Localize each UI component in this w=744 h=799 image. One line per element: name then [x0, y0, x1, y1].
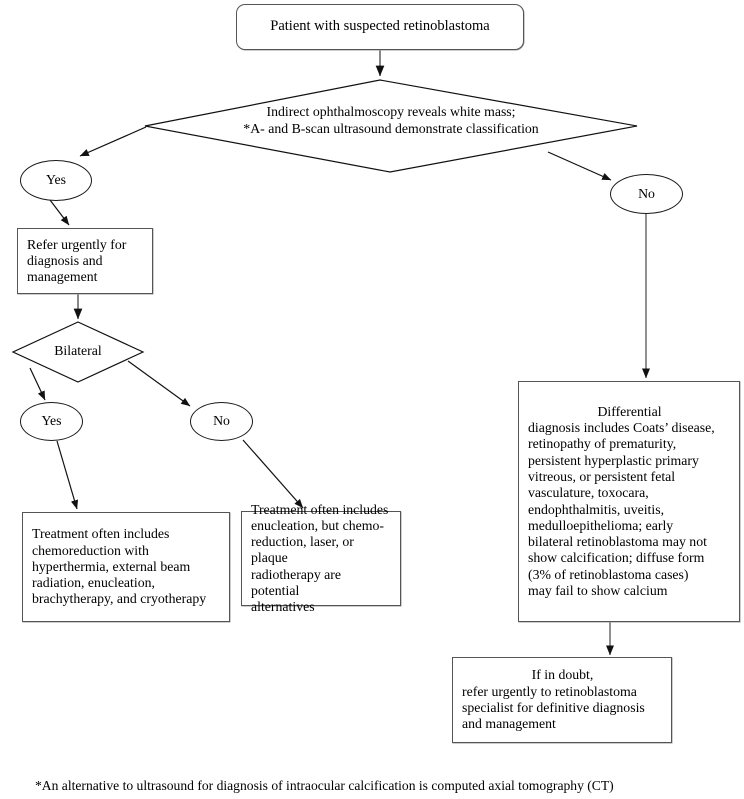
node-differential-heading: Differential	[597, 403, 662, 419]
node-refer-label: Refer urgently for diagnosis and managem…	[27, 236, 127, 285]
edge-decision-to-yes	[79, 126, 147, 157]
node-no-bilateral-label: No	[213, 413, 230, 429]
edge-bilateral-to-yes	[29, 367, 46, 401]
node-yes-bilateral[interactable]: Yes	[20, 402, 83, 441]
node-treatment-unilateral[interactable]: Treatment often includes enucleation, bu…	[241, 502, 401, 614]
edge-bilateral-to-no	[127, 360, 191, 407]
edge-decision-to-no	[547, 151, 612, 181]
node-treatment-unilateral-label: Treatment often includes enucleation, bu…	[251, 501, 389, 615]
edge-no-to-treatment-unilateral	[242, 439, 304, 509]
node-yes-main[interactable]: Yes	[20, 160, 92, 201]
node-treatment-bilateral-label: Treatment often includes chemoreduction …	[32, 526, 207, 607]
edge-yes-to-treatment-bilateral	[56, 440, 79, 510]
footnote-text: *An alternative to ultrasound for diagno…	[35, 778, 614, 793]
node-no-bilateral[interactable]: No	[190, 402, 253, 441]
node-decision-bilateral-label: Bilateral	[54, 343, 102, 358]
node-decision-main-label: Indirect ophthalmoscopy reveals white ma…	[243, 104, 539, 136]
node-start[interactable]: Patient with suspected retinoblastoma	[236, 4, 524, 50]
node-no-main-label: No	[638, 185, 655, 201]
node-differential-label: diagnosis includes Coats’ disease, retin…	[528, 420, 715, 598]
edge-yes-to-refer	[49, 199, 70, 226]
node-yes-main-label: Yes	[45, 172, 67, 188]
node-refer[interactable]: Refer urgently for diagnosis and managem…	[17, 228, 153, 294]
node-if-in-doubt[interactable]: If in doubt, refer urgently to retinobla…	[452, 657, 672, 743]
node-if-in-doubt-heading: If in doubt,	[531, 667, 594, 683]
node-treatment-bilateral[interactable]: Treatment often includes chemoreduction …	[22, 512, 230, 622]
node-if-in-doubt-label: refer urgently to retinoblastoma special…	[462, 683, 645, 732]
node-start-label: Patient with suspected retinoblastoma	[270, 18, 490, 35]
node-yes-bilateral-label: Yes	[41, 413, 62, 429]
footnote: *An alternative to ultrasound for diagno…	[35, 778, 614, 794]
node-no-main[interactable]: No	[610, 174, 683, 214]
node-differential[interactable]: Differential diagnosis includes Coats’ d…	[518, 381, 740, 622]
